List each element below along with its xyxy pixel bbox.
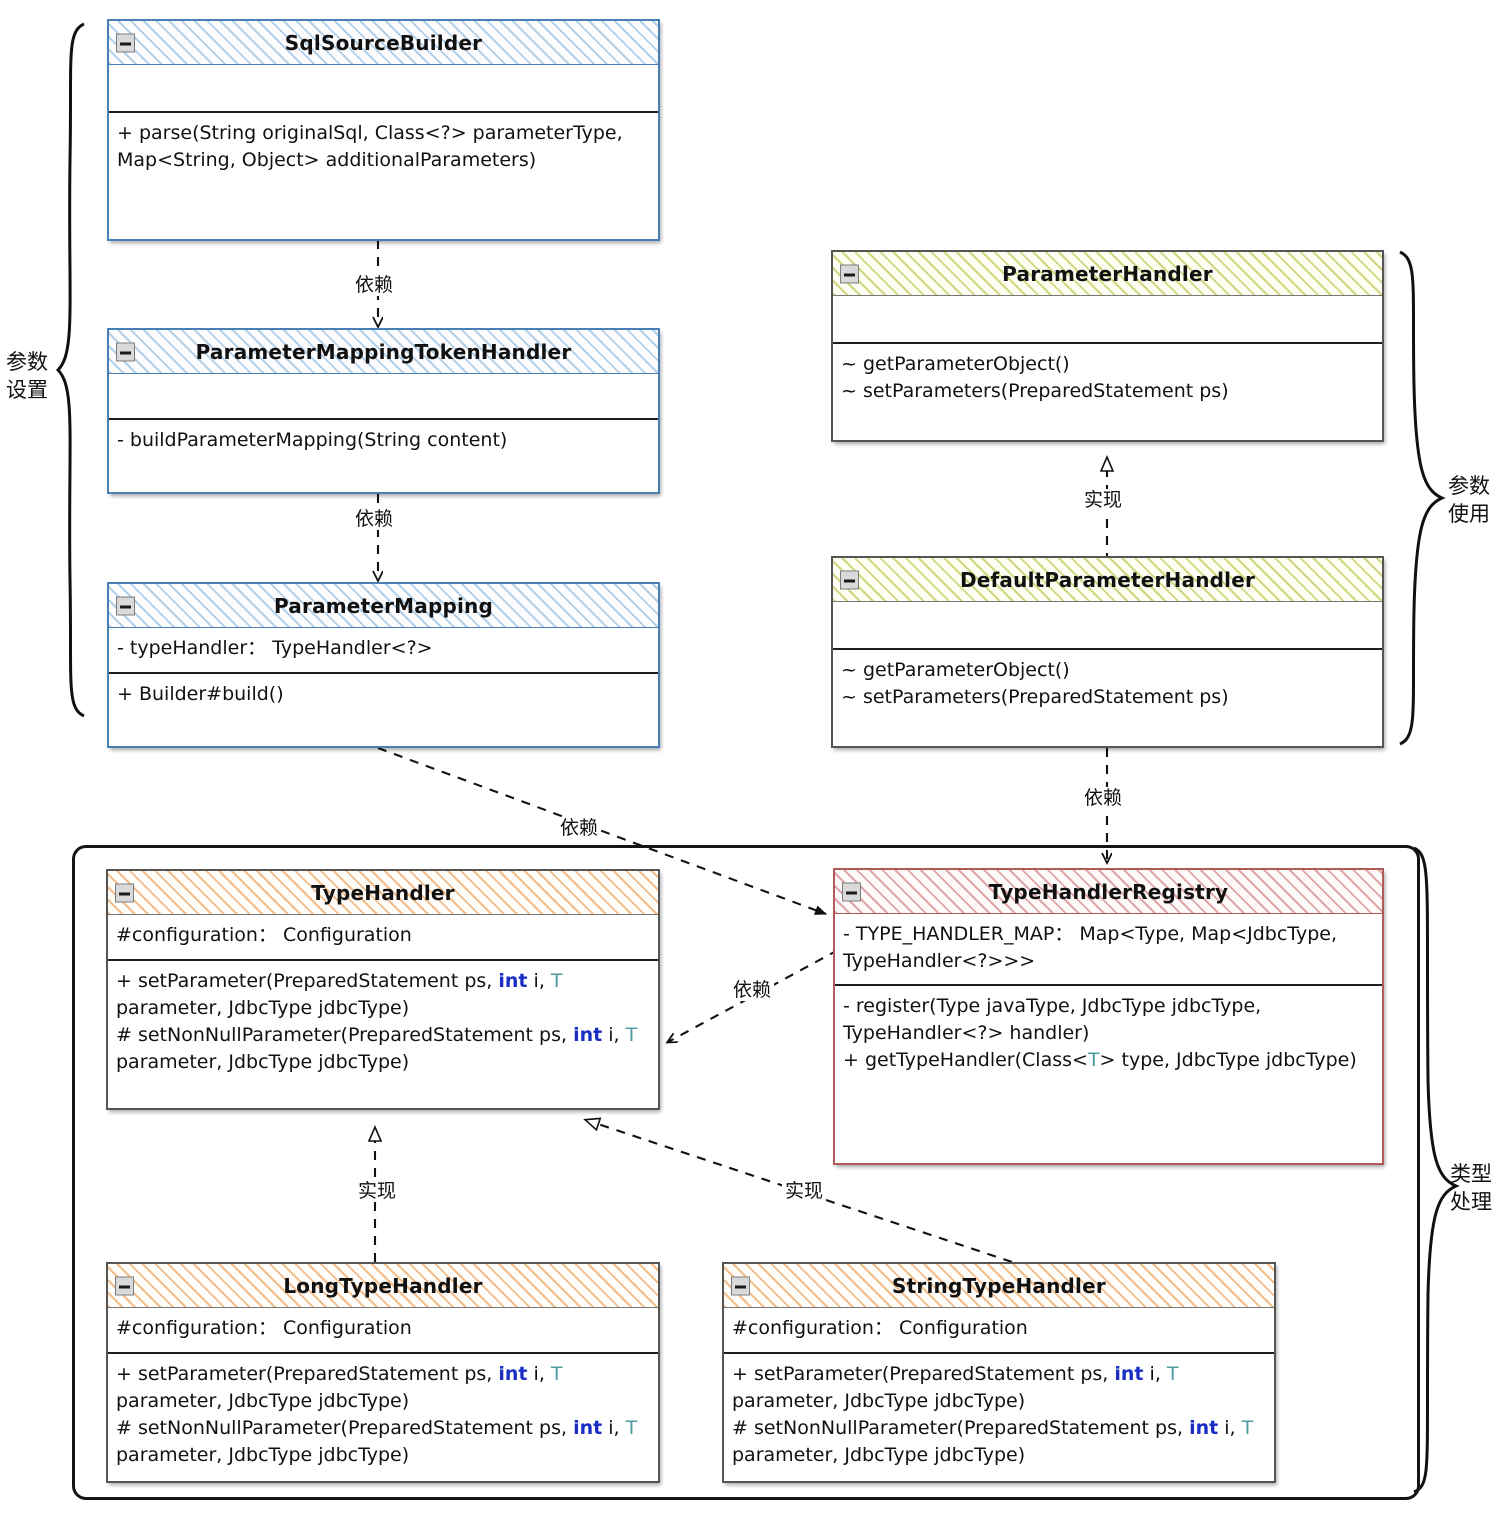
collapse-minus-icon[interactable] [115, 1276, 134, 1295]
edge-label-dependency-5: 依赖 [730, 979, 775, 1001]
collapse-minus-icon[interactable] [116, 33, 135, 52]
class-name: StringTypeHandler [892, 1273, 1106, 1298]
class-name: DefaultParameterHandler [959, 567, 1256, 592]
group-caption-param-setting: 参数 设置 [6, 350, 48, 402]
edge-label-realization-1: 实现 [1081, 489, 1126, 511]
edge-label-dependency-1: 依赖 [352, 274, 397, 296]
class-header-defaultparameterhandler: DefaultParameterHandler [833, 558, 1382, 602]
collapse-minus-icon[interactable] [731, 1276, 750, 1295]
class-header-sqlsourcebuilder: SqlSourceBuilder [109, 21, 658, 65]
group-caption-param-usage: 参数 使用 [1448, 474, 1490, 526]
method-line: + setParameter(PreparedStatement ps, int… [116, 970, 569, 1019]
collapse-minus-icon[interactable] [840, 570, 859, 589]
class-name: TypeHandler [311, 880, 455, 905]
class-box-typehandler[interactable]: TypeHandler #configuration： Configuratio… [106, 869, 660, 1110]
class-attributes-sqlsourcebuilder [109, 65, 658, 113]
group-caption-type-handling: 类型 处理 [1450, 1162, 1492, 1214]
class-methods-parametermapping: + Builder#build() [117, 683, 284, 705]
class-name: ParameterMapping [273, 593, 493, 618]
class-attributes-stringtypehandler: #configuration： Configuration [724, 1308, 1274, 1354]
class-header-longtypehandler: LongTypeHandler [108, 1264, 658, 1308]
edge-label-realization-2: 实现 [355, 1180, 400, 1202]
collapse-minus-icon[interactable] [840, 264, 859, 283]
edge-label-dependency-3: 依赖 [1081, 787, 1126, 809]
class-box-typehandlerregistry[interactable]: TypeHandlerRegistry - TYPE_HANDLER_MAP： … [833, 868, 1384, 1165]
class-name: LongTypeHandler [283, 1273, 483, 1298]
class-attributes-typehandler: #configuration： Configuration [108, 915, 658, 961]
class-header-stringtypehandler: StringTypeHandler [724, 1264, 1274, 1308]
collapse-minus-icon[interactable] [116, 342, 135, 361]
class-methods-typehandler: + setParameter(PreparedStatement ps, int… [108, 961, 658, 1085]
class-box-parametermappingtokenhandler[interactable]: ParameterMappingTokenHandler - buildPara… [107, 328, 660, 494]
brace-param-usage [1399, 250, 1446, 746]
class-name: TypeHandlerRegistry [988, 879, 1229, 904]
class-methods-sqlsourcebuilder: + parse(String originalSql, Class<?> par… [117, 122, 629, 171]
edge-label-dependency-4: 依赖 [557, 817, 602, 839]
class-attributes-defaultparameterhandler [833, 602, 1382, 650]
group-container-type-handling [72, 845, 1420, 1500]
class-header-parameterhandler: ParameterHandler [833, 252, 1382, 296]
method-line: # setNonNullParameter(PreparedStatement … [116, 1417, 644, 1466]
method-line: ~ setParameters(PreparedStatement ps) [841, 380, 1229, 402]
class-header-typehandler: TypeHandler [108, 871, 658, 915]
class-box-sqlsourcebuilder[interactable]: SqlSourceBuilder + parse(String original… [107, 19, 660, 241]
class-header-parametermapping: ParameterMapping [109, 584, 658, 628]
method-line: # setNonNullParameter(PreparedStatement … [732, 1417, 1260, 1466]
class-name: SqlSourceBuilder [284, 30, 483, 55]
brace-param-setting [55, 22, 85, 718]
class-methods-parameterhandler: ~ getParameterObject() ~ setParameters(Pr… [833, 344, 1382, 414]
method-line: + getTypeHandler(Class<T> type, JdbcType… [843, 1049, 1357, 1071]
class-attributes-typehandlerregistry: - TYPE_HANDLER_MAP： Map<Type, Map<JdbcTy… [835, 914, 1382, 986]
collapse-minus-icon[interactable] [115, 883, 134, 902]
method-line: + setParameter(PreparedStatement ps, int… [732, 1363, 1185, 1412]
class-attributes-parametermapping: - typeHandler： TypeHandler<?> [109, 628, 658, 674]
class-methods-typehandlerregistry: - register(Type javaType, JdbcType jdbcT… [835, 986, 1382, 1083]
class-box-parametermapping[interactable]: ParameterMapping - typeHandler： TypeHand… [107, 582, 660, 748]
class-name: ParameterMappingTokenHandler [195, 339, 572, 364]
method-line: ~ getParameterObject() [841, 353, 1070, 375]
method-line: # setNonNullParameter(PreparedStatement … [116, 1024, 644, 1073]
edge-label-realization-3: 实现 [782, 1180, 827, 1202]
class-methods-parametermappingtokenhandler: - buildParameterMapping(String content) [117, 429, 508, 451]
class-methods-defaultparameterhandler: ~ getParameterObject() ~ setParameters(Pr… [833, 650, 1382, 720]
method-line: - register(Type javaType, JdbcType jdbcT… [843, 995, 1268, 1044]
class-methods-longtypehandler: + setParameter(PreparedStatement ps, int… [108, 1354, 658, 1478]
collapse-minus-icon[interactable] [842, 882, 861, 901]
class-attributes-parametermappingtokenhandler [109, 374, 658, 420]
class-methods-stringtypehandler: + setParameter(PreparedStatement ps, int… [724, 1354, 1274, 1478]
class-box-parameterhandler[interactable]: ParameterHandler ~ getParameterObject()~… [831, 250, 1384, 442]
class-attributes-longtypehandler: #configuration： Configuration [108, 1308, 658, 1354]
class-attributes-parameterhandler [833, 296, 1382, 344]
edge-label-dependency-2: 依赖 [352, 508, 397, 530]
class-box-defaultparameterhandler[interactable]: DefaultParameterHandler ~ getParameterOb… [831, 556, 1384, 748]
collapse-minus-icon[interactable] [116, 596, 135, 615]
class-box-stringtypehandler[interactable]: StringTypeHandler #configuration： Config… [722, 1262, 1276, 1483]
class-header-typehandlerregistry: TypeHandlerRegistry [835, 870, 1382, 914]
method-line: + setParameter(PreparedStatement ps, int… [116, 1363, 569, 1412]
class-box-longtypehandler[interactable]: LongTypeHandler #configuration： Configur… [106, 1262, 660, 1483]
method-line: ~ getParameterObject() [841, 659, 1070, 681]
method-line: ~ setParameters(PreparedStatement ps) [841, 686, 1229, 708]
class-header-parametermappingtokenhandler: ParameterMappingTokenHandler [109, 330, 658, 374]
class-name: ParameterHandler [1002, 261, 1213, 286]
